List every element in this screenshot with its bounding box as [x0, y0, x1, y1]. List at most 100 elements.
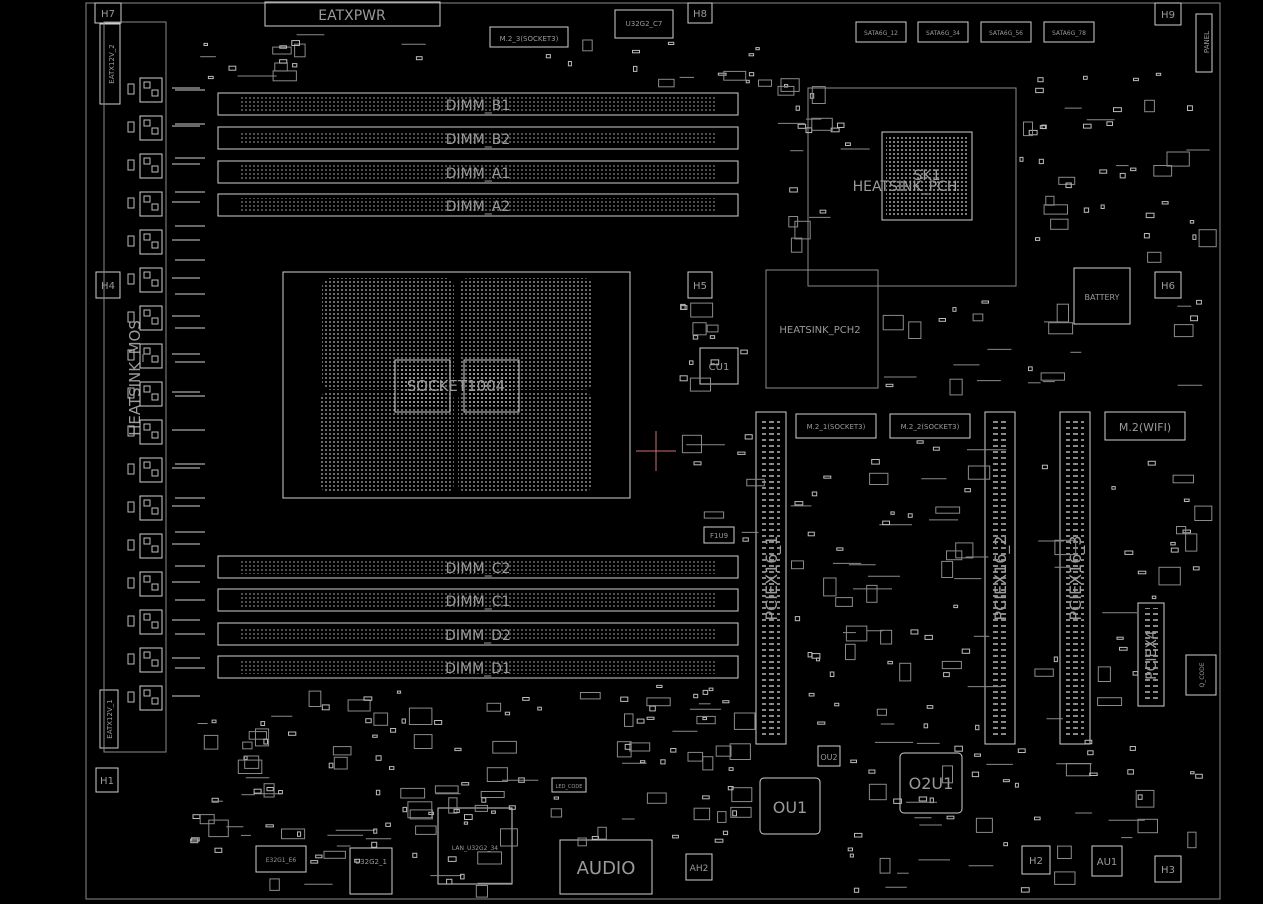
smd-pad [794, 501, 804, 506]
chip-outline [935, 506, 961, 514]
vrm-phase [139, 191, 163, 217]
smd-pad [537, 706, 542, 711]
vrm-pad [151, 659, 159, 667]
smd-pad [971, 771, 980, 778]
smd-pad [849, 853, 854, 858]
smd-pad [975, 724, 980, 731]
smd-pad [310, 860, 319, 864]
vrm-phase [139, 153, 163, 179]
smd-pad [1187, 105, 1193, 112]
chip-outline [203, 734, 219, 750]
smd-pad [932, 446, 940, 451]
svg-text:CU1: CU1 [709, 362, 730, 373]
chip-outline [845, 625, 868, 642]
svg-text:LAN_U32G2_34: LAN_U32G2_34 [452, 845, 498, 852]
chip-outline [941, 560, 954, 579]
vrm-pad [143, 423, 151, 431]
smd-pad [266, 787, 274, 792]
smd-pad [1145, 212, 1155, 219]
smd-pad [740, 349, 748, 355]
smd-pad [1119, 646, 1128, 651]
smd-pad [885, 383, 894, 388]
smd-pad [649, 705, 656, 712]
svg-text:DIMM_D1: DIMM_D1 [445, 661, 511, 677]
chip-outline [731, 787, 753, 803]
smd-pad [795, 105, 800, 111]
smd-pad [670, 748, 677, 753]
smd-pad [460, 873, 465, 880]
smd-pad [692, 335, 699, 340]
svg-text:E32G1_E6: E32G1_E6 [266, 857, 297, 864]
vrm-phase [139, 571, 163, 597]
chip-outline [1043, 204, 1068, 215]
vrm-pad [151, 697, 159, 705]
svg-text:H6: H6 [1161, 281, 1175, 292]
dimm-b1-slot: DIMM_B1 [217, 92, 739, 116]
svg-text:H1: H1 [100, 776, 114, 787]
chip-outline [1166, 151, 1190, 167]
chip-outline [624, 713, 634, 727]
svg-text:AUDIO: AUDIO [577, 858, 636, 879]
smd-pad [887, 660, 893, 665]
smd-pad [402, 806, 408, 813]
chip-outline [579, 692, 601, 700]
h3-mounting-hole: H3 [1154, 855, 1182, 883]
chip-outline [448, 797, 458, 814]
chip-outline [690, 302, 714, 318]
chip-outline [715, 745, 732, 757]
smd-pad [794, 616, 801, 622]
smd-pad [207, 75, 214, 80]
vrm-pad [151, 507, 159, 515]
vrm-pad [143, 157, 151, 165]
chip-outline [248, 731, 267, 740]
chip-outline [692, 322, 707, 336]
smd-pad [1099, 169, 1108, 174]
smd-pad [1129, 746, 1136, 751]
smd-pad [660, 759, 666, 765]
chip-outline [696, 715, 716, 725]
smd-pad [689, 360, 694, 365]
chip-outline [272, 46, 292, 55]
smd-pad [981, 300, 989, 304]
smd-pad [710, 359, 720, 366]
svg-text:M.2_1(SOCKET3): M.2_1(SOCKET3) [807, 423, 866, 431]
chip-outline [733, 712, 756, 730]
chip-outline [1058, 176, 1076, 185]
chip-outline [373, 712, 389, 726]
board-outline [85, 2, 1221, 900]
vrm-pad [127, 463, 135, 475]
smd-pad [819, 209, 827, 214]
socket-label: SOCKET1004 [407, 377, 505, 395]
svg-text:EATX12V_2: EATX12V_2 [108, 44, 116, 83]
chip-outline [1048, 322, 1074, 335]
smd-pad [834, 702, 840, 707]
smd-pad [315, 854, 323, 859]
m2-wifi-socket: M.2(WIFI) [1104, 411, 1186, 441]
smd-pad [1130, 167, 1137, 172]
svg-text:DIMM_C1: DIMM_C1 [446, 594, 511, 610]
chip-outline [1057, 845, 1072, 859]
chip-outline [1034, 668, 1054, 677]
smd-pad [463, 821, 469, 825]
smd-pad [434, 720, 443, 725]
chip-outline [1198, 229, 1217, 248]
heatsink-pch-label: HEATSINK_PCH [853, 179, 958, 195]
chip-outline [281, 828, 306, 840]
smd-pad [1039, 125, 1046, 129]
vrm-phase [139, 115, 163, 141]
chip-outline [1176, 526, 1187, 535]
vrm-pad [143, 347, 151, 355]
chip-outline [693, 807, 711, 821]
eatx12v-2-connector: EATX12V_2 [99, 23, 121, 105]
smd-pad [1017, 748, 1026, 754]
eatx12v-1-connector: EATX12V_1 [99, 689, 119, 749]
vrm-pad [151, 203, 159, 211]
vrm-pad [127, 501, 135, 513]
smd-pad [567, 61, 572, 67]
vrm-pad [127, 197, 135, 209]
chip-outline [1185, 533, 1198, 552]
smd-pad [390, 728, 397, 733]
smd-pad [871, 459, 880, 465]
smd-pad [1034, 816, 1041, 821]
smd-pad [190, 838, 199, 844]
